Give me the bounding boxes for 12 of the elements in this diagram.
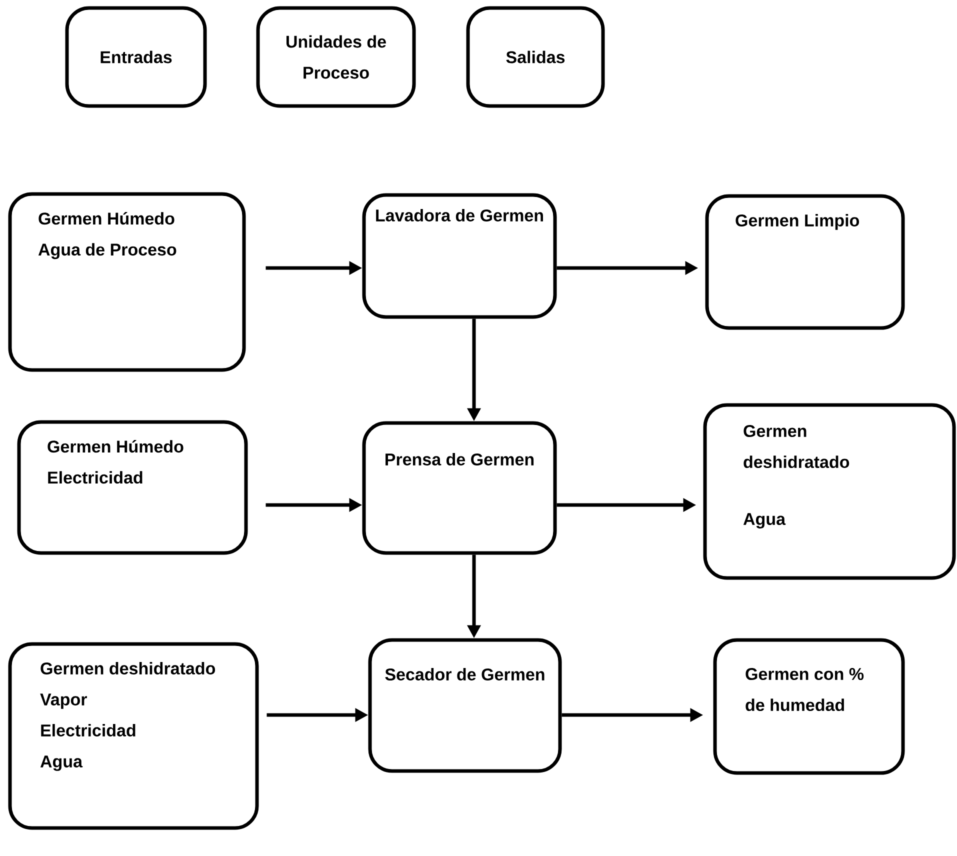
header-box: Entradas [65,6,207,108]
output-box: Germen con % de humedad [713,638,905,775]
header-box: Unidades de Proceso [256,6,416,108]
process-box: Lavadora de Germen [362,193,557,319]
header-box: Salidas [466,6,605,108]
process-box: Secador de Germen [368,638,562,773]
input-box: Germen Húmedo Electricidad [17,420,248,555]
process-box: Prensa de Germen [362,421,557,555]
output-box: Germen Limpio [705,194,905,330]
input-box: Germen Húmedo Agua de Proceso [8,192,246,372]
output-box: Germen deshidratado Agua [703,403,956,580]
input-box: Germen deshidratado Vapor Electricidad Agua [8,642,259,830]
